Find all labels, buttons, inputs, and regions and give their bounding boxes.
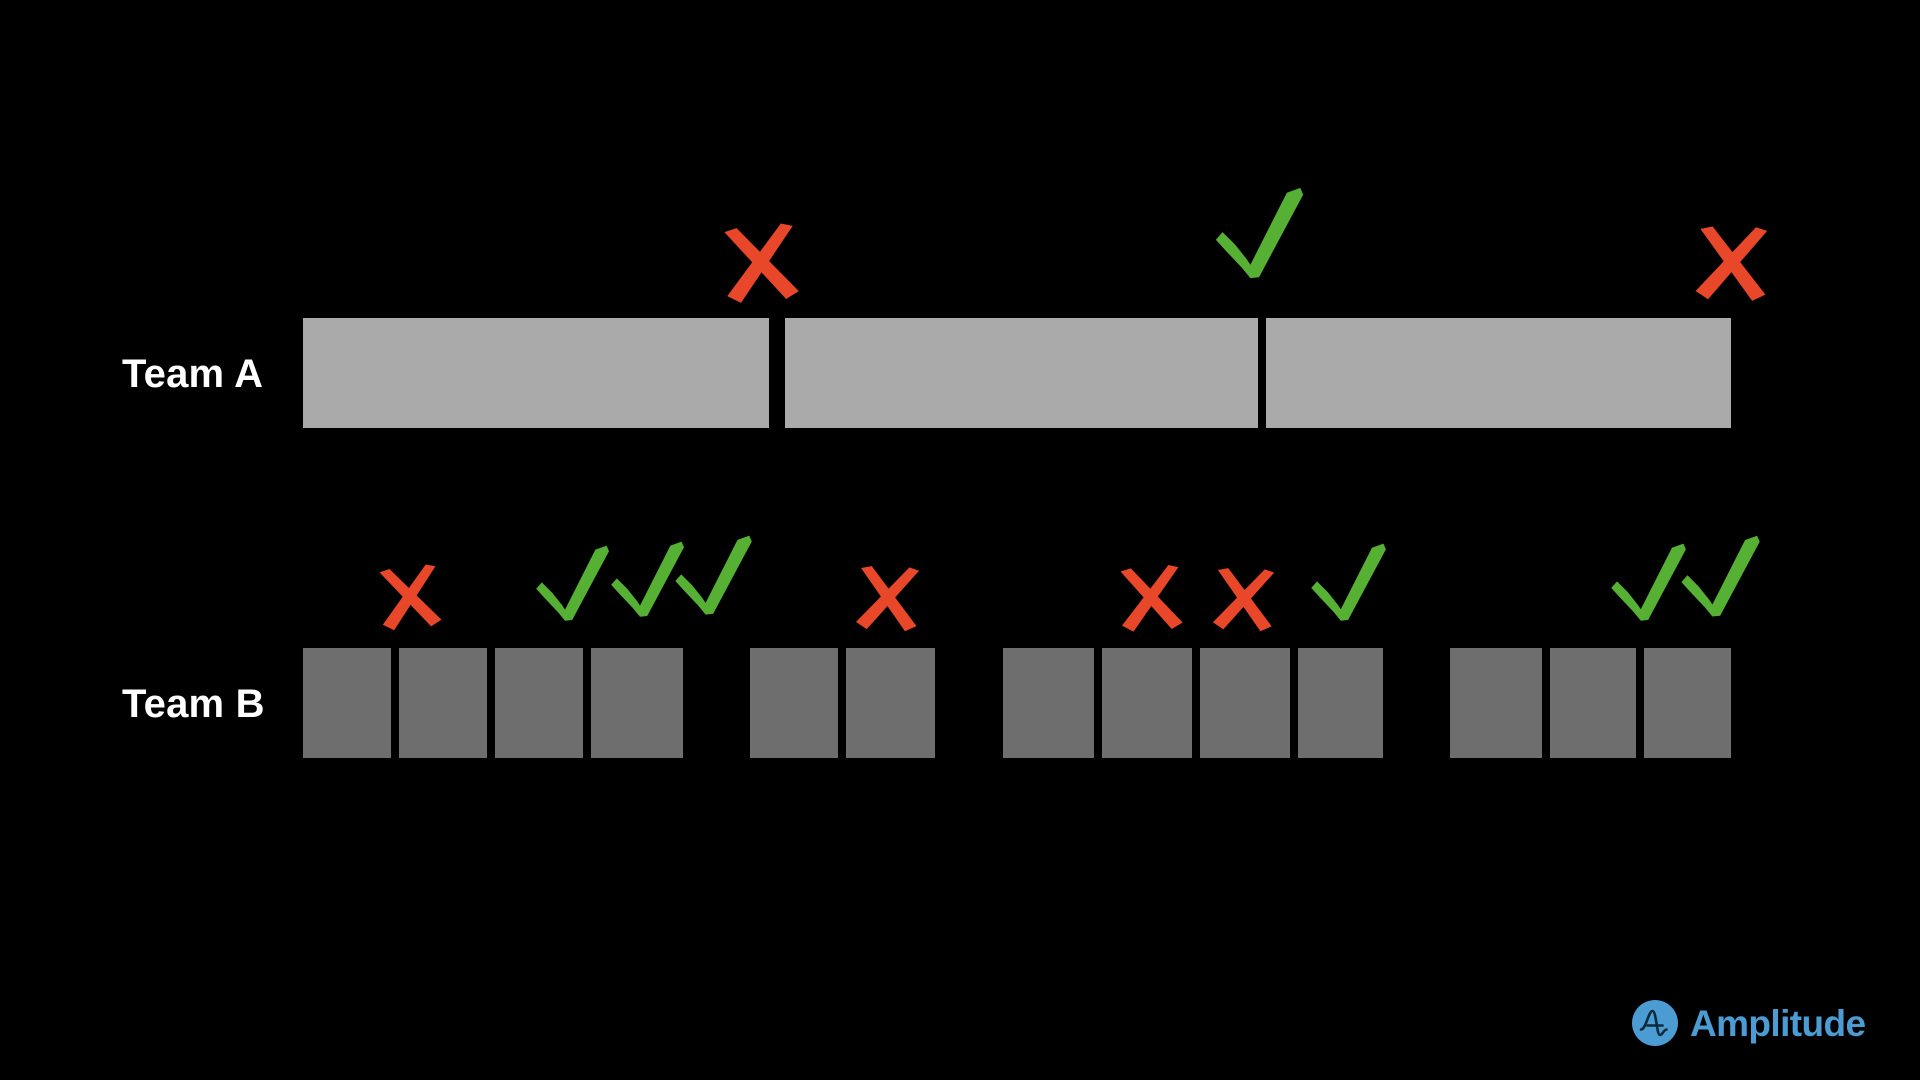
cross-icon	[853, 564, 923, 634]
timeline-block	[591, 648, 683, 758]
timeline-block	[1102, 648, 1192, 758]
cross-icon	[1116, 564, 1185, 633]
check-icon	[1212, 186, 1308, 282]
timeline-segment	[785, 318, 1258, 428]
timeline-block	[495, 648, 583, 758]
cross-icon	[375, 563, 444, 632]
timeline-block	[750, 648, 838, 758]
timeline-block	[1298, 648, 1383, 758]
cross-icon	[719, 222, 802, 305]
amplitude-circle-wave-icon	[1632, 1000, 1678, 1046]
timeline-block	[1450, 648, 1542, 758]
timeline-block	[303, 648, 391, 758]
cross-icon	[1210, 566, 1278, 634]
amplitude-wordmark: Amplitude	[1690, 1002, 1866, 1044]
cross-icon	[1692, 224, 1772, 304]
check-icon	[1678, 534, 1764, 620]
timeline-segment	[303, 318, 769, 428]
check-icon	[1608, 542, 1690, 624]
timeline-block	[399, 648, 487, 758]
timeline-segment	[1266, 318, 1731, 428]
timeline-block	[1200, 648, 1290, 758]
timeline-block	[1644, 648, 1731, 758]
check-icon	[608, 540, 688, 620]
amplitude-logo: Amplitude	[1632, 1000, 1866, 1046]
team-b-label: Team B	[122, 682, 265, 726]
timeline-block	[846, 648, 935, 758]
timeline-block	[1003, 648, 1094, 758]
check-icon	[533, 544, 613, 624]
team-a-label: Team A	[122, 352, 264, 396]
timeline-block	[1550, 648, 1636, 758]
check-icon	[672, 534, 756, 618]
check-icon	[1308, 542, 1390, 624]
